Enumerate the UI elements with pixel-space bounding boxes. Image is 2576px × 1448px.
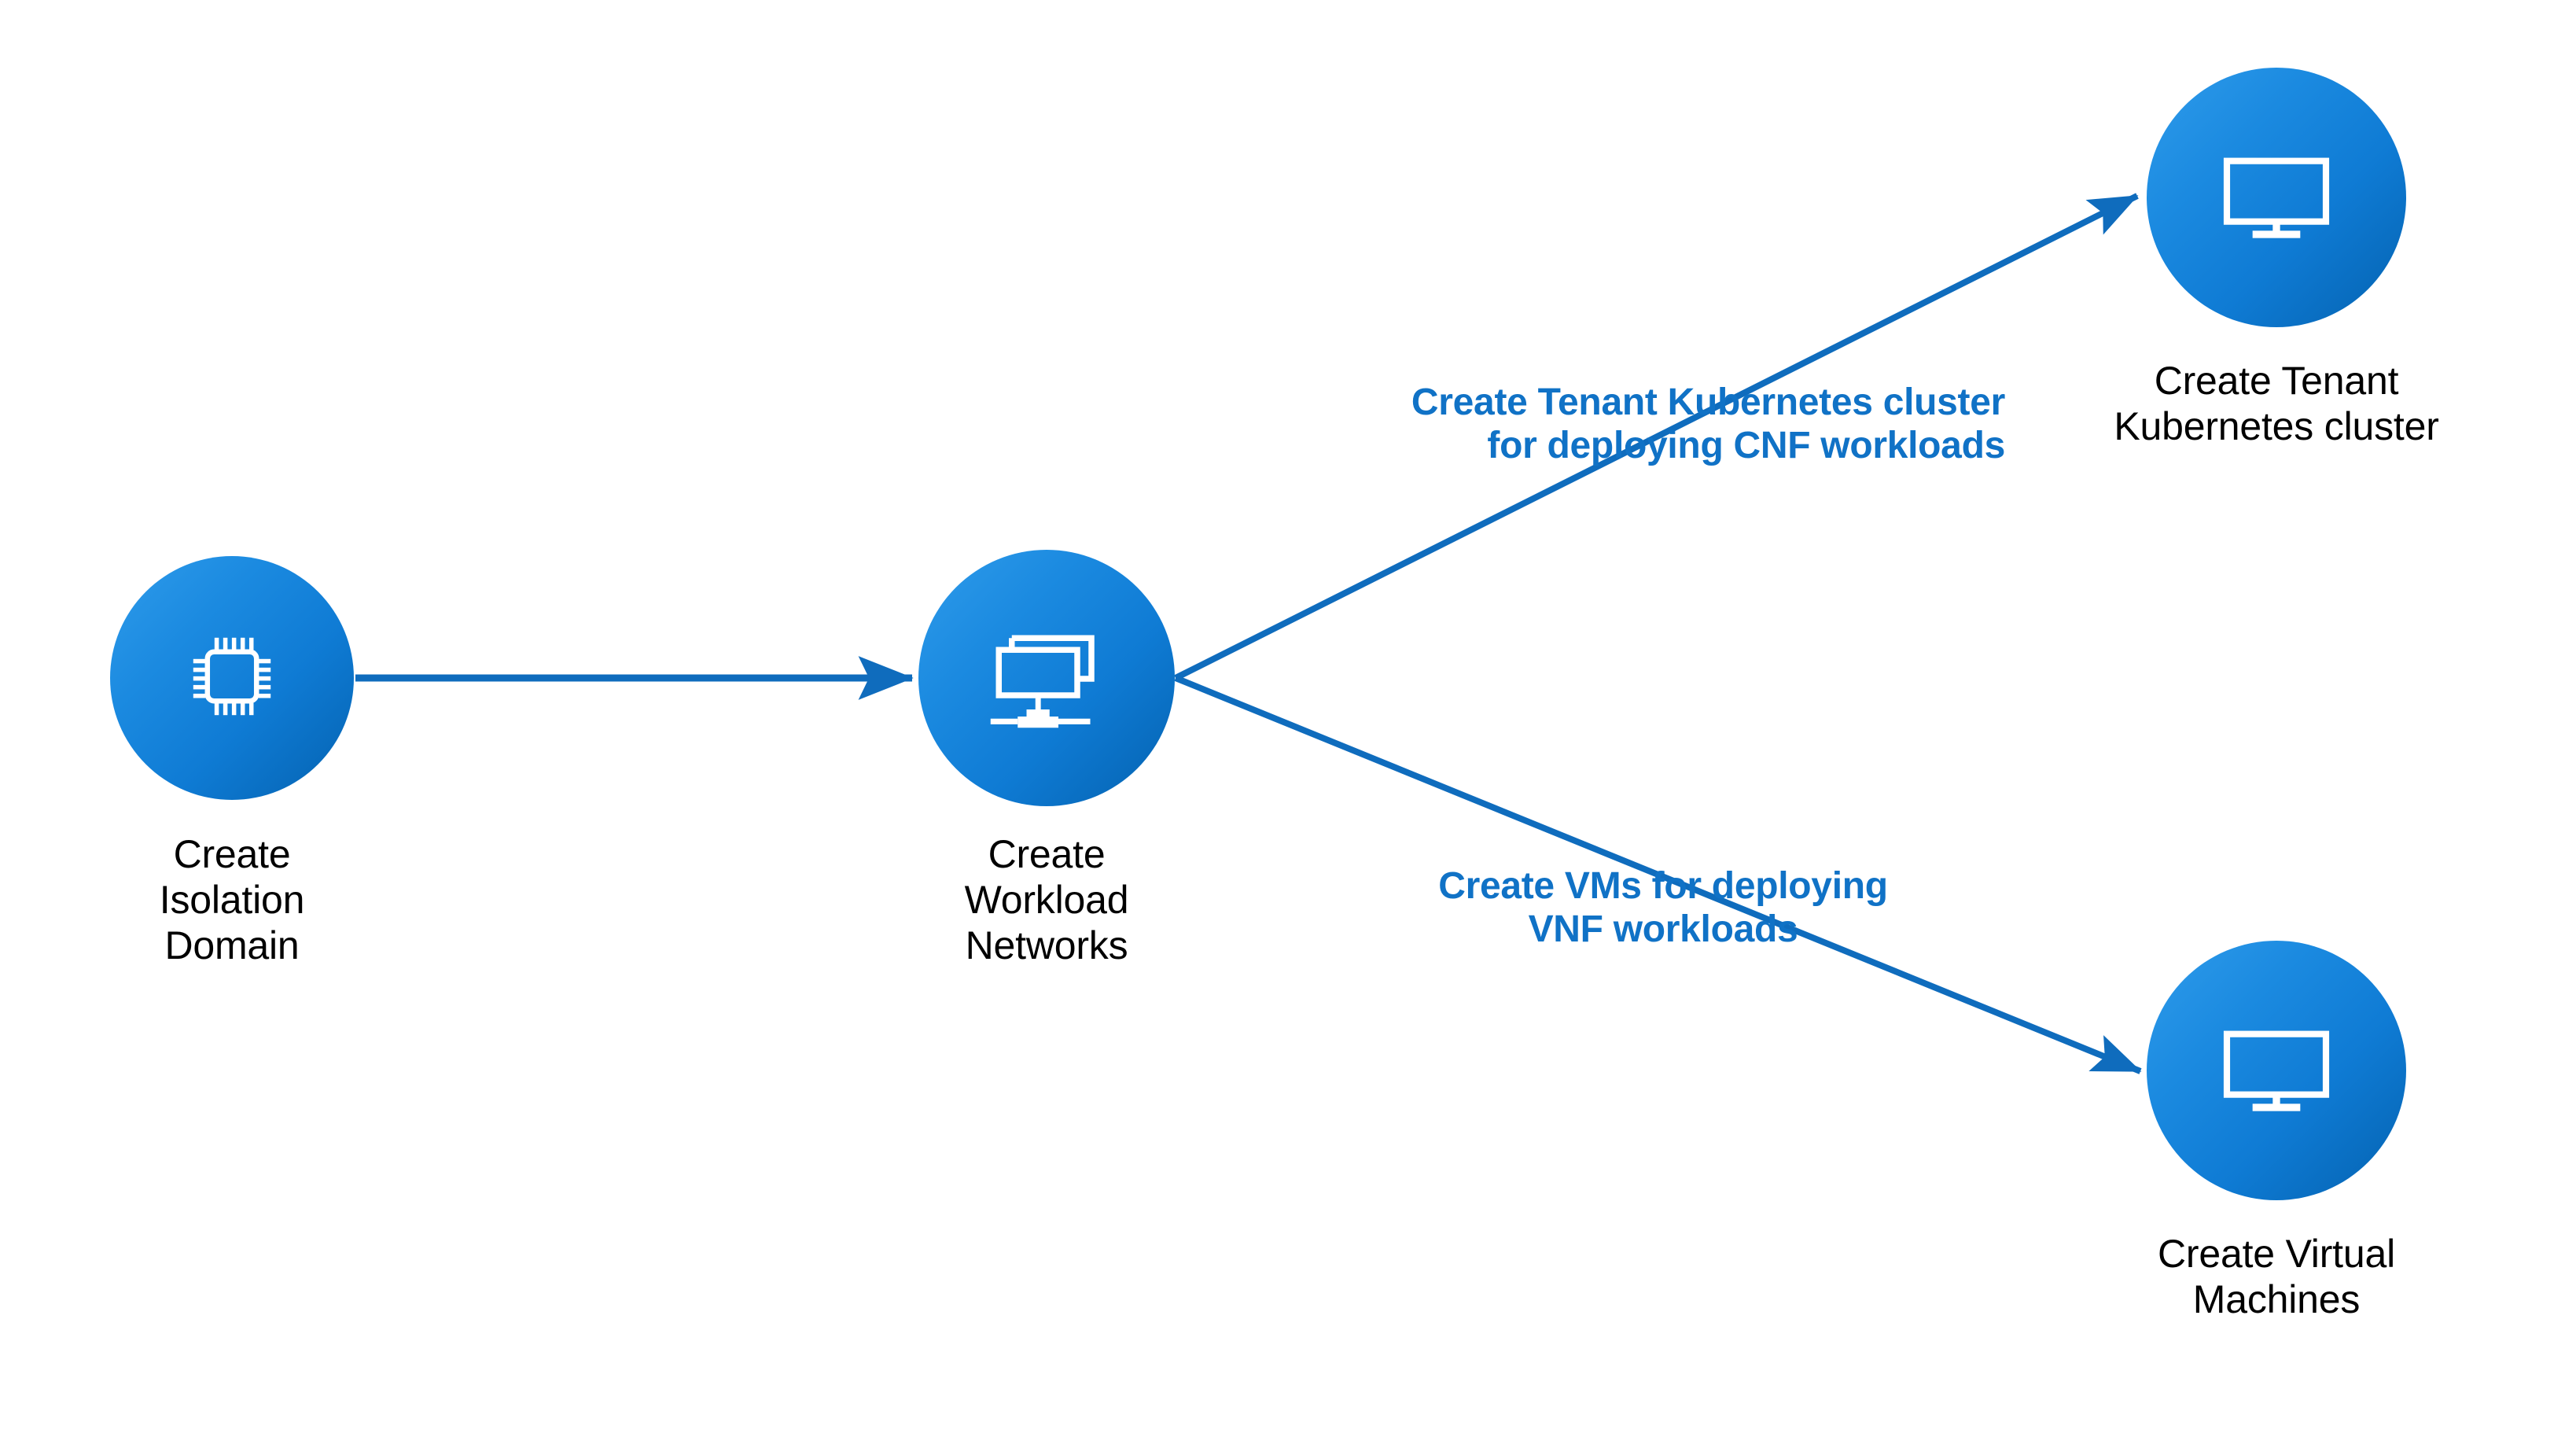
node-virtual-machines-circle (2147, 941, 2406, 1200)
node-workload-networks[interactable] (918, 550, 1175, 806)
node-isolation-domain-label: Create Isolation Domain (159, 832, 305, 967)
cpu-chip-icon (185, 629, 279, 728)
node-tenant-kubernetes-cluster-circle (2147, 68, 2406, 327)
node-isolation-domain-circle (110, 556, 354, 800)
workload-network-icon (988, 617, 1106, 739)
monitor-icon (2221, 149, 2331, 247)
monitor-icon (2221, 1022, 2331, 1120)
edge-label-workload-to-vms: Create VMs for deploying VNF workloads (1438, 865, 1888, 950)
node-workload-networks-circle (918, 550, 1175, 806)
node-isolation-domain[interactable] (110, 556, 354, 800)
node-tenant-kubernetes-cluster[interactable] (2147, 68, 2406, 327)
edge-label-workload-to-kubernetes: Create Tenant Kubernetes cluster for dep… (1411, 381, 2005, 466)
node-workload-networks-label: Create Workload Networks (964, 832, 1129, 967)
node-tenant-kubernetes-cluster-label: Create Tenant Kubernetes cluster (2114, 359, 2439, 448)
node-virtual-machines[interactable] (2147, 941, 2406, 1200)
node-virtual-machines-label: Create Virtual Machines (2158, 1232, 2395, 1321)
